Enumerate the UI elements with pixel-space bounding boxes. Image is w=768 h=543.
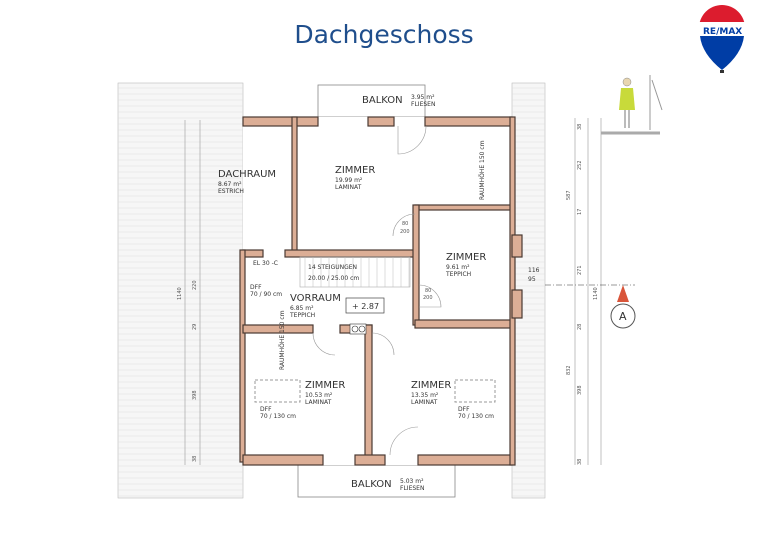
svg-text:252: 252: [577, 160, 583, 170]
svg-text:200: 200: [400, 229, 410, 235]
svg-text:20.00 / 25.00 cm: 20.00 / 25.00 cm: [308, 275, 359, 282]
annotations: 14 STEIGUNGEN 20.00 / 25.00 cm + 2.87 DF…: [250, 140, 494, 420]
svg-text:FLIESEN: FLIESEN: [400, 485, 424, 492]
svg-text:VORRAUM: VORRAUM: [290, 293, 341, 304]
svg-text:70 / 90 cm: 70 / 90 cm: [250, 291, 282, 298]
svg-text:ZIMMER: ZIMMER: [446, 252, 486, 263]
svg-text:28: 28: [577, 324, 583, 330]
door-swings: [312, 125, 442, 456]
svg-text:8.67 m²: 8.67 m²: [218, 181, 242, 188]
svg-text:116: 116: [528, 267, 540, 274]
svg-text:80: 80: [402, 221, 408, 227]
balcony-bottom: [297, 464, 456, 498]
svg-text:13.35 m²: 13.35 m²: [411, 392, 439, 399]
svg-text:EL 30 -C: EL 30 -C: [253, 260, 278, 267]
svg-text:LAMINAT: LAMINAT: [335, 184, 362, 191]
svg-text:ZIMMER: ZIMMER: [305, 380, 345, 391]
section-marker-a: A: [610, 285, 636, 329]
svg-text:ZIMMER: ZIMMER: [335, 165, 375, 176]
svg-text:271: 271: [577, 265, 583, 275]
staircase: [299, 256, 411, 288]
svg-text:587: 587: [566, 190, 572, 200]
svg-text:29: 29: [192, 324, 198, 330]
svg-text:38: 38: [577, 459, 583, 465]
svg-text:DFF: DFF: [458, 406, 470, 413]
dimension-labels: 38 252 17 271 116 95 1140 587 832 28 398…: [177, 124, 599, 465]
svg-text:+ 2.87: + 2.87: [352, 302, 379, 311]
roof-hatching: [118, 87, 545, 497]
svg-text:70 / 130 cm: 70 / 130 cm: [260, 413, 296, 420]
balcony-top: [317, 84, 426, 118]
walls: [239, 116, 523, 466]
svg-text:3.95 m²: 3.95 m²: [411, 94, 435, 101]
level-box: [345, 297, 385, 314]
svg-text:RE/MAX: RE/MAX: [703, 27, 742, 37]
svg-text:LAMINAT: LAMINAT: [411, 399, 438, 406]
svg-text:DFF: DFF: [250, 284, 262, 291]
svg-text:14 STEIGUNGEN: 14 STEIGUNGEN: [308, 264, 357, 271]
svg-text:FLIESEN: FLIESEN: [411, 101, 435, 108]
svg-text:10.53 m²: 10.53 m²: [305, 392, 333, 399]
svg-text:398: 398: [192, 390, 198, 400]
svg-text:BALKON: BALKON: [362, 95, 403, 106]
interior: [243, 117, 512, 465]
svg-text:TEPPICH: TEPPICH: [445, 271, 471, 278]
roof-window: [254, 379, 301, 403]
svg-text:220: 220: [192, 280, 198, 290]
svg-text:17: 17: [577, 209, 583, 215]
svg-text:1140: 1140: [593, 287, 599, 300]
svg-text:RAUMHÖHE 150 cm: RAUMHÖHE 150 cm: [279, 310, 286, 370]
svg-text:9.61 m²: 9.61 m²: [446, 264, 470, 271]
svg-text:19.99 m²: 19.99 m²: [335, 177, 363, 184]
person-illustration: [619, 75, 663, 130]
svg-text:95: 95: [528, 276, 536, 283]
svg-text:1140: 1140: [177, 287, 183, 300]
svg-text:LAMINAT: LAMINAT: [305, 399, 332, 406]
roof-area-left: [117, 82, 244, 499]
page-title: Dachgeschoss: [294, 20, 474, 49]
svg-text:RAUMHÖHE 150 cm: RAUMHÖHE 150 cm: [479, 140, 486, 200]
remax-logo: RE/MAX: [699, 5, 745, 73]
svg-text:ESTRICH: ESTRICH: [218, 188, 244, 195]
svg-text:200: 200: [423, 295, 433, 301]
svg-text:DFF: DFF: [260, 406, 272, 413]
svg-text:5.03 m²: 5.03 m²: [400, 478, 424, 485]
svg-text:TEPPICH: TEPPICH: [289, 312, 315, 319]
svg-text:38: 38: [577, 124, 583, 130]
svg-text:80: 80: [425, 288, 431, 294]
dimension-lines: [184, 118, 660, 465]
room-labels: DACHRAUM 8.67 m² ESTRICH ZIMMER 19.99 m²…: [218, 94, 486, 492]
svg-text:832: 832: [566, 365, 572, 375]
svg-text:6.85 m²: 6.85 m²: [290, 305, 314, 312]
svg-text:ZIMMER: ZIMMER: [411, 380, 451, 391]
svg-text:A: A: [619, 310, 627, 323]
roof-window: [454, 379, 496, 403]
svg-text:BALKON: BALKON: [351, 479, 392, 490]
svg-text:398: 398: [577, 385, 583, 395]
svg-text:38: 38: [192, 456, 198, 462]
svg-text:70 / 130 cm: 70 / 130 cm: [458, 413, 494, 420]
svg-text:DACHRAUM: DACHRAUM: [218, 169, 276, 180]
